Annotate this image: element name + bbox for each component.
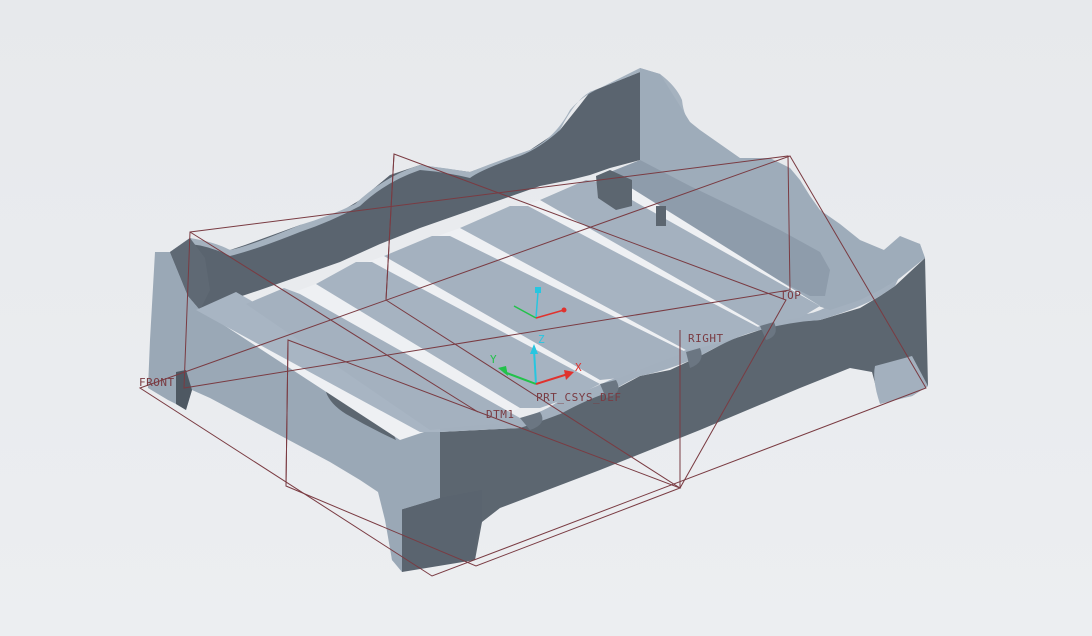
csys-z-arrow (530, 344, 538, 354)
csys-z-axis (533, 349, 537, 385)
rack-left-end-face (148, 252, 440, 570)
datum-plane-edge (189, 231, 479, 413)
rack-slat-shadow (760, 322, 776, 340)
rack-slat (540, 180, 820, 326)
datum-planes[interactable] (138, 153, 927, 577)
rack-left-end-inner (170, 238, 210, 310)
csys-upper-x-marker (561, 307, 567, 313)
csys-x-axis (535, 373, 569, 385)
csys-x-arrow (564, 370, 574, 380)
datum-plane-edge (385, 153, 395, 301)
rack-slat (196, 292, 440, 432)
rack-slat-shadow (686, 348, 702, 368)
rack-slat-shadow (520, 412, 543, 430)
datum-label-top[interactable]: TOP (780, 289, 801, 302)
datum-plane-top[interactable] (183, 155, 791, 389)
rack-back-post-leg (656, 206, 666, 226)
csys-upper-y-axis (513, 305, 537, 319)
csys-y-label: Y (490, 353, 497, 366)
csys-name-label[interactable]: PRT_CSYS_DEF (536, 391, 621, 404)
datum-label-dtm1[interactable]: DTM1 (486, 408, 515, 421)
rack-back-wall-inner (170, 72, 640, 310)
rack-slat (316, 262, 600, 408)
rack-back-rail-surface (600, 160, 830, 296)
datum-label-right[interactable]: RIGHT (688, 332, 724, 345)
csys-y-axis (503, 371, 537, 385)
rack-back-post (596, 170, 632, 210)
rack-part[interactable] (148, 68, 928, 572)
rack-leg-front-center (399, 490, 482, 572)
datum-label-front[interactable]: FRONT (139, 376, 175, 389)
csys-upper-z-axis (535, 291, 539, 319)
rack-leg-front-center-light (390, 500, 402, 572)
csys-z-label: Z (538, 333, 545, 346)
rack-slat-shadow (600, 380, 619, 398)
rack-leg-front-left (176, 370, 192, 410)
rack-slat (460, 206, 760, 350)
csys-upper-x-axis (535, 309, 565, 319)
csys-upper-z-marker (535, 287, 541, 293)
datum-plane-edge (285, 339, 289, 487)
rack-slat (384, 236, 686, 380)
datum-plane-front[interactable] (138, 155, 927, 577)
csys-prt-csys-def[interactable]: Z Y X PRT_CSYS_DEF (490, 287, 621, 404)
rack-slat (246, 288, 520, 430)
csys-x-label: X (575, 361, 582, 374)
rack-right-side-face (400, 258, 928, 570)
csys-y-arrow (498, 366, 508, 376)
rack-slats (196, 180, 820, 432)
